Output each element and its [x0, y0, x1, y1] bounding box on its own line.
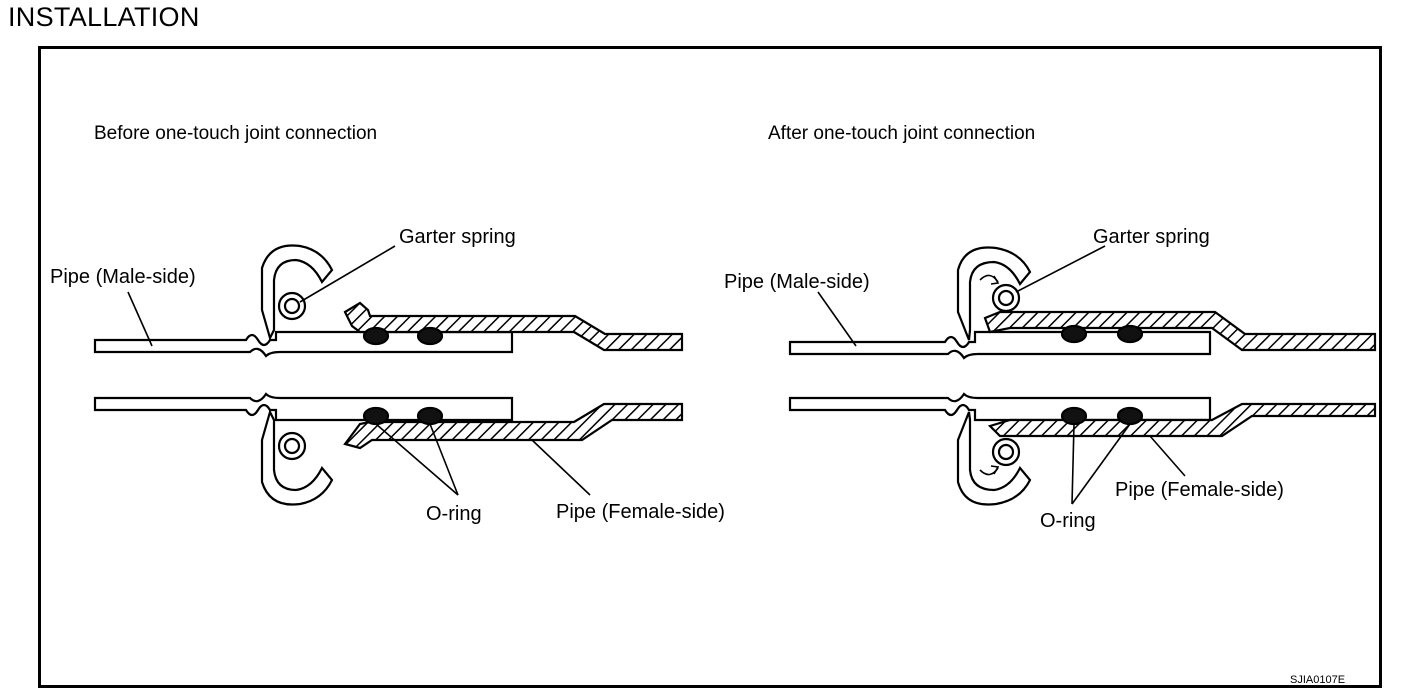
after-leader-male: [817, 291, 857, 347]
after-o-ring-4: [1116, 406, 1144, 426]
after-label-male-pipe: Pipe (Male-side): [724, 271, 870, 293]
before-o-ring-2: [416, 326, 444, 346]
before-leader-male: [127, 291, 153, 347]
after-spring-cage-lower: [956, 411, 1032, 506]
before-label-garter-spring: Garter spring: [399, 226, 516, 248]
before-o-ring-1: [362, 326, 390, 346]
figure-frame: [38, 46, 1382, 688]
before-o-ring-3: [362, 406, 390, 426]
before-label-o-ring: O-ring: [426, 503, 482, 525]
after-panel: [788, 245, 1377, 506]
before-caption: Before one-touch joint connection: [94, 123, 377, 144]
before-spring-cage-lower: [260, 408, 334, 506]
before-leader-oring-1: [375, 423, 459, 496]
after-label-o-ring: O-ring: [1040, 510, 1096, 532]
after-motion-arrows: [979, 274, 1000, 476]
after-label-female-pipe: Pipe (Female-side): [1115, 479, 1284, 501]
after-o-ring-1: [1060, 324, 1088, 344]
after-female-pipe-upper: [983, 310, 1377, 352]
after-label-garter-spring: Garter spring: [1093, 226, 1210, 248]
before-male-pipe-upper: [93, 330, 514, 358]
before-leader-oring-2: [429, 423, 459, 496]
before-label-male-pipe: Pipe (Male-side): [50, 266, 196, 288]
page-title: INSTALLATION: [8, 2, 200, 32]
after-caption: After one-touch joint connection: [768, 123, 1035, 144]
after-leader-garter: [1015, 245, 1106, 293]
before-leader-garter: [299, 245, 396, 303]
before-leader-female: [531, 439, 591, 496]
after-female-pipe-lower: [987, 402, 1377, 438]
figure-code: SJIA0107E: [1290, 674, 1345, 686]
after-leader-oring-2: [1071, 423, 1131, 505]
after-leader-oring-1: [1071, 423, 1075, 505]
after-o-ring-2: [1116, 324, 1144, 344]
before-spring-cage-upper: [260, 244, 334, 342]
before-female-pipe-upper: [343, 301, 684, 352]
before-label-female-pipe: Pipe (Female-side): [556, 501, 725, 523]
before-male-pipe-lower: [93, 392, 514, 422]
after-male-pipe-lower: [788, 392, 1212, 422]
before-o-ring-4: [416, 406, 444, 426]
after-o-ring-3: [1060, 406, 1088, 426]
after-leader-female: [1149, 435, 1186, 477]
after-male-pipe-upper: [788, 330, 1212, 360]
before-panel: [93, 244, 684, 506]
after-spring-cage-upper: [956, 246, 1032, 341]
